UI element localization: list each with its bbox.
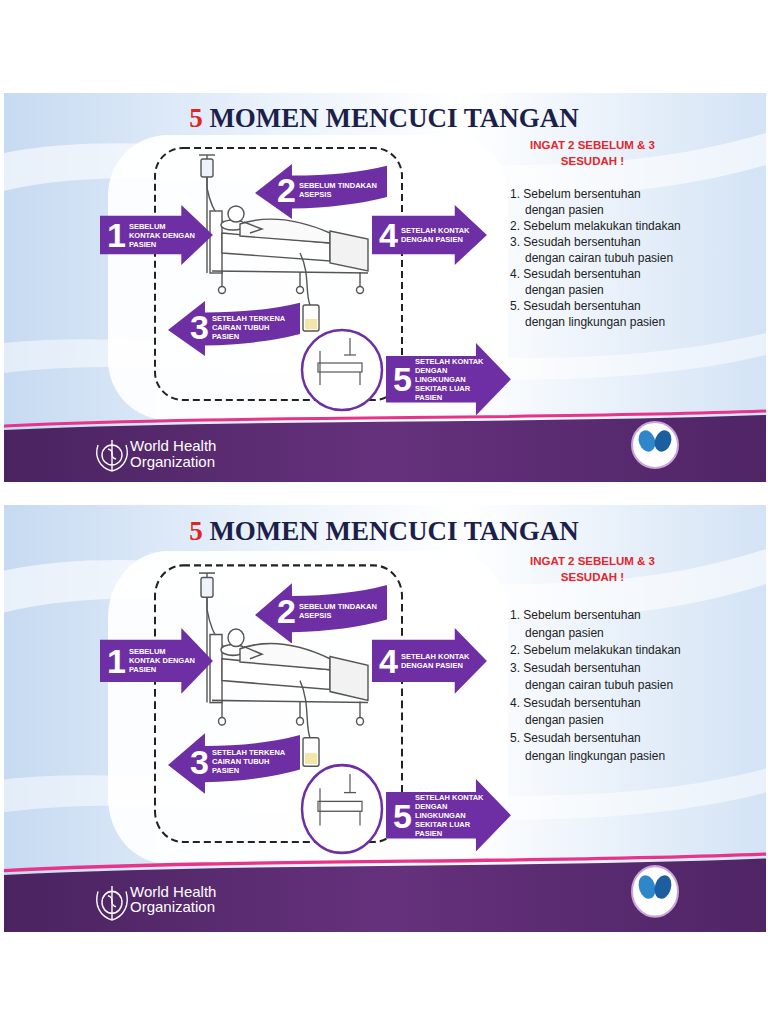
slide-background bbox=[4, 505, 766, 932]
moment-text: SETELAH KONTAK DENGAN LINGKUNGAN SEKITAR… bbox=[415, 357, 497, 402]
title-number: 5 bbox=[189, 516, 203, 546]
moment-text: SETELAH TERKENA CAIRAN TUBUH PASIEN bbox=[212, 314, 292, 341]
arrow-content: 5SETELAH KONTAK DENGAN LINGKUNGAN SEKITA… bbox=[393, 793, 497, 838]
callout-number: 1 bbox=[107, 218, 126, 252]
moment-text: SETELAH TERKENA CAIRAN TUBUH PASIEN bbox=[212, 748, 292, 775]
who-emblem bbox=[97, 886, 127, 920]
moment-list: 1. Sebelum bersentuhan dengan pasien2. S… bbox=[510, 607, 682, 765]
callout-number: 4 bbox=[379, 644, 398, 678]
list-item: 3. Sesudah bersentuhan dengan cairan tub… bbox=[510, 660, 682, 695]
list-item: 5. Sesudah bersentuhan dengan lingkungan… bbox=[510, 298, 682, 330]
arrow-fill bbox=[255, 583, 387, 643]
title-words: MOMEN MENCUCI TANGAN bbox=[203, 516, 579, 546]
title-words: MOMEN MENCUCI TANGAN bbox=[203, 103, 579, 133]
moment-text: SEBELUM TINDAKAN ASEPSIS bbox=[299, 602, 379, 620]
arrow-content: 2SEBELUM TINDAKAN ASEPSIS bbox=[277, 173, 379, 207]
moment-text: SEBELUM KONTAK DENGAN PASIEN bbox=[129, 647, 199, 674]
arrow-content: 4SETELAH KONTAK DENGAN PASIEN bbox=[379, 644, 473, 678]
list-item: 1. Sebelum bersentuhan dengan pasien bbox=[510, 607, 682, 642]
organization-name: World Health Organization bbox=[130, 884, 235, 916]
list-item: 3. Sesudah bersentuhan dengan cairan tub… bbox=[510, 234, 682, 266]
inset-bed bbox=[318, 774, 362, 826]
callout-number: 1 bbox=[107, 644, 126, 678]
callout-number: 3 bbox=[190, 745, 209, 779]
arrow-content: 3SETELAH TERKENA CAIRAN TUBUH PASIEN bbox=[190, 310, 292, 344]
arrow-fill bbox=[168, 733, 300, 793]
reminder-note: INGAT 2 SEBELUM & 3 SESUDAH ! bbox=[505, 554, 680, 585]
list-item: 5. Sesudah bersentuhan dengan lingkungan… bbox=[510, 730, 682, 765]
callout-number: 5 bbox=[393, 362, 412, 396]
title-number: 5 bbox=[189, 103, 203, 133]
slide bbox=[4, 505, 766, 932]
moment-arrow: 1SEBELUM KONTAK DENGAN PASIEN bbox=[100, 205, 213, 265]
slide-background bbox=[4, 93, 766, 482]
inset-circle bbox=[302, 765, 382, 853]
arrow-fill bbox=[386, 343, 511, 416]
arrow-fill bbox=[100, 628, 213, 694]
hand-logo bbox=[632, 422, 678, 468]
bottom-band bbox=[4, 415, 766, 482]
list-item: 2. Sebelum melakukan tindakan bbox=[510, 642, 682, 660]
arrow-fill bbox=[372, 628, 487, 694]
who-emblem bbox=[97, 440, 127, 471]
callout-number: 3 bbox=[190, 310, 209, 344]
list-item: 2. Sebelum melakukan tindakan bbox=[510, 218, 682, 234]
moment-text: SETELAH KONTAK DENGAN PASIEN bbox=[401, 226, 473, 244]
list-item: 4. Sesudah bersentuhan dengan pasien bbox=[510, 266, 682, 298]
moment-arrow: 5SETELAH KONTAK DENGAN LINGKUNGAN SEKITA… bbox=[386, 779, 511, 852]
arrow-fill bbox=[100, 205, 213, 265]
callout-number: 4 bbox=[379, 218, 398, 252]
arrow-content: 1SEBELUM KONTAK DENGAN PASIEN bbox=[107, 644, 199, 678]
moment-text: SETELAH KONTAK DENGAN PASIEN bbox=[401, 652, 473, 670]
arrow-content: 1SEBELUM KONTAK DENGAN PASIEN bbox=[107, 218, 199, 252]
arrow-content: 5SETELAH KONTAK DENGAN LINGKUNGAN SEKITA… bbox=[393, 357, 497, 402]
arrow-content: 2SEBELUM TINDAKAN ASEPSIS bbox=[277, 594, 379, 628]
moment-arrow: 4SETELAH KONTAK DENGAN PASIEN bbox=[372, 205, 487, 265]
moment-text: SEBELUM KONTAK DENGAN PASIEN bbox=[129, 222, 199, 249]
list-item: 1. Sebelum bersentuhan dengan pasien bbox=[510, 186, 682, 218]
arrow-fill bbox=[386, 779, 511, 852]
arrow-content: 3SETELAH TERKENA CAIRAN TUBUH PASIEN bbox=[190, 745, 292, 779]
slide bbox=[4, 93, 766, 482]
list-item: 4. Sesudah bersentuhan dengan pasien bbox=[510, 695, 682, 730]
inset-circle bbox=[302, 330, 382, 410]
callout-number: 5 bbox=[393, 799, 412, 833]
moment-text: SETELAH KONTAK DENGAN LINGKUNGAN SEKITAR… bbox=[415, 793, 497, 838]
inset-bed bbox=[318, 338, 362, 385]
callout-number: 2 bbox=[277, 594, 296, 628]
organization-name: World Health Organization bbox=[130, 438, 235, 470]
reminder-note: INGAT 2 SEBELUM & 3 SESUDAH ! bbox=[505, 138, 680, 169]
moment-arrow: 5SETELAH KONTAK DENGAN LINGKUNGAN SEKITA… bbox=[386, 343, 511, 416]
moment-arrow: 3SETELAH TERKENA CAIRAN TUBUH PASIEN bbox=[168, 298, 300, 356]
moment-list: 1. Sebelum bersentuhan dengan pasien2. S… bbox=[510, 186, 682, 330]
moment-arrow: 4SETELAH KONTAK DENGAN PASIEN bbox=[372, 628, 487, 694]
bottom-band bbox=[4, 858, 766, 932]
white-panel bbox=[108, 551, 508, 864]
moment-text: SEBELUM TINDAKAN ASEPSIS bbox=[299, 181, 379, 199]
white-panel bbox=[108, 135, 508, 420]
hand-logo bbox=[632, 866, 678, 916]
arrow-content: 4SETELAH KONTAK DENGAN PASIEN bbox=[379, 218, 473, 252]
arrow-fill bbox=[255, 164, 387, 219]
arrow-fill bbox=[372, 205, 487, 265]
moment-arrow: 2SEBELUM TINDAKAN ASEPSIS bbox=[255, 161, 387, 219]
arrow-fill bbox=[168, 301, 300, 356]
slide-title: 5 MOMEN MENCUCI TANGAN bbox=[0, 516, 768, 547]
slide-title: 5 MOMEN MENCUCI TANGAN bbox=[0, 103, 768, 134]
moment-arrow: 3SETELAH TERKENA CAIRAN TUBUH PASIEN bbox=[168, 730, 300, 794]
moment-arrow: 1SEBELUM KONTAK DENGAN PASIEN bbox=[100, 628, 213, 694]
moment-arrow: 2SEBELUM TINDAKAN ASEPSIS bbox=[255, 580, 387, 644]
callout-number: 2 bbox=[277, 173, 296, 207]
